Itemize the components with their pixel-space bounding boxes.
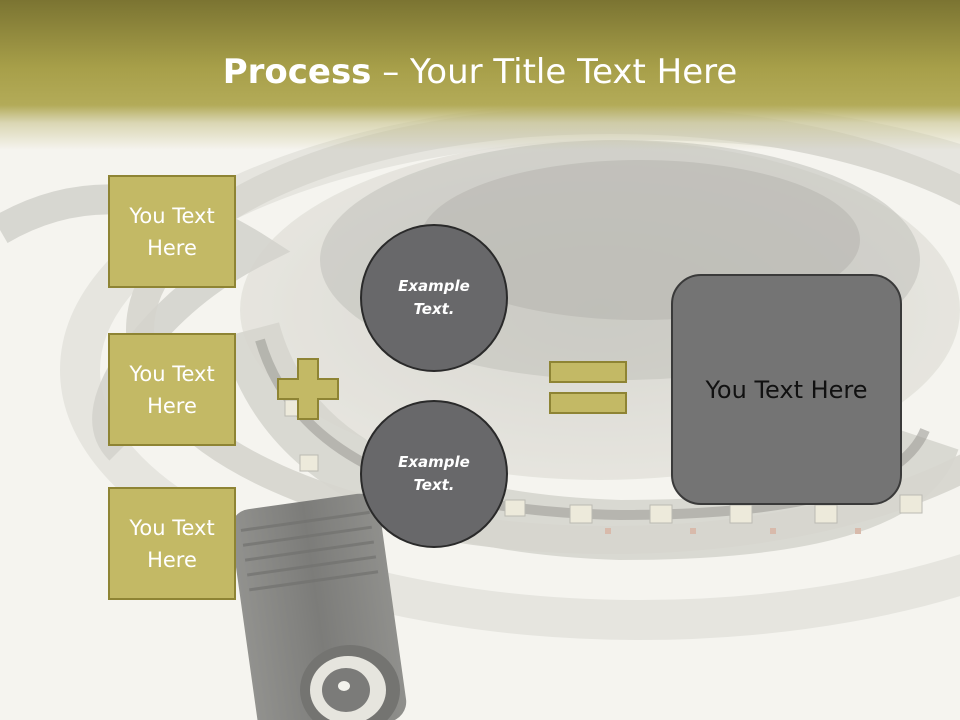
text-box-1[interactable]: You Text Here [108,175,236,288]
plus-icon[interactable] [277,358,339,420]
title-rest: – Your Title Text Here [371,52,738,92]
text-box-label: You Text Here [129,361,215,418]
example-circle-1[interactable]: Example Text. [360,224,508,372]
text-box-label: You Text Here [129,203,215,260]
text-box-3[interactable]: You Text Here [108,487,236,600]
result-box[interactable]: You Text Here [671,274,902,505]
result-label: You Text Here [705,375,868,404]
equals-icon[interactable] [549,361,627,414]
text-box-2[interactable]: You Text Here [108,333,236,446]
circle-label: Example Text. [398,277,470,318]
example-circle-2[interactable]: Example Text. [360,400,508,548]
circle-label: Example Text. [398,453,470,494]
title-bold: Process [222,52,372,92]
title-bar [0,0,960,150]
text-box-label: You Text Here [129,515,215,572]
slide-title[interactable]: Process – Your Title Text Here [0,52,960,92]
